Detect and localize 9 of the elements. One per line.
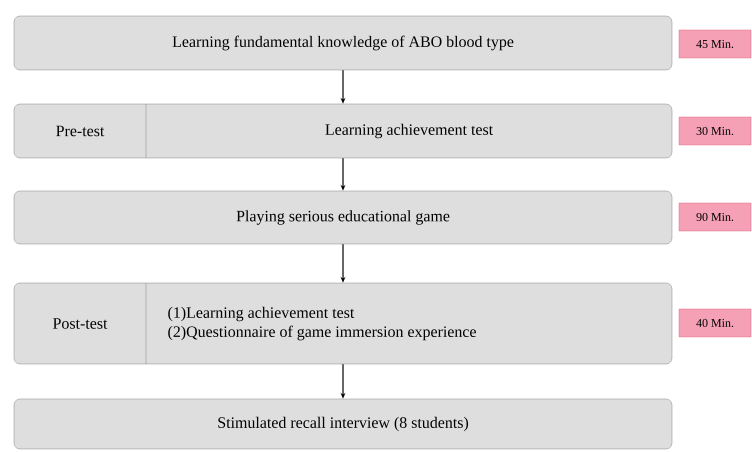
step-box: Learning fundamental knowledge of ABO blood type (14, 16, 672, 70)
step-box: Pre-test Learning achievement test (14, 104, 672, 158)
time-tag: 90 Min. (678, 202, 752, 232)
time-tag: 40 Min. (678, 308, 752, 338)
step-box: Post-test (1)Learning achievement test (2)Questionnaire of game immersion experience (14, 282, 672, 364)
step-box: Playing serious educational game (14, 190, 672, 244)
time-tag: 30 Min. (678, 116, 752, 146)
time-tag: 45 Min. (678, 30, 752, 58)
step-box: Stimulated recall interview (8 students) (14, 398, 672, 450)
